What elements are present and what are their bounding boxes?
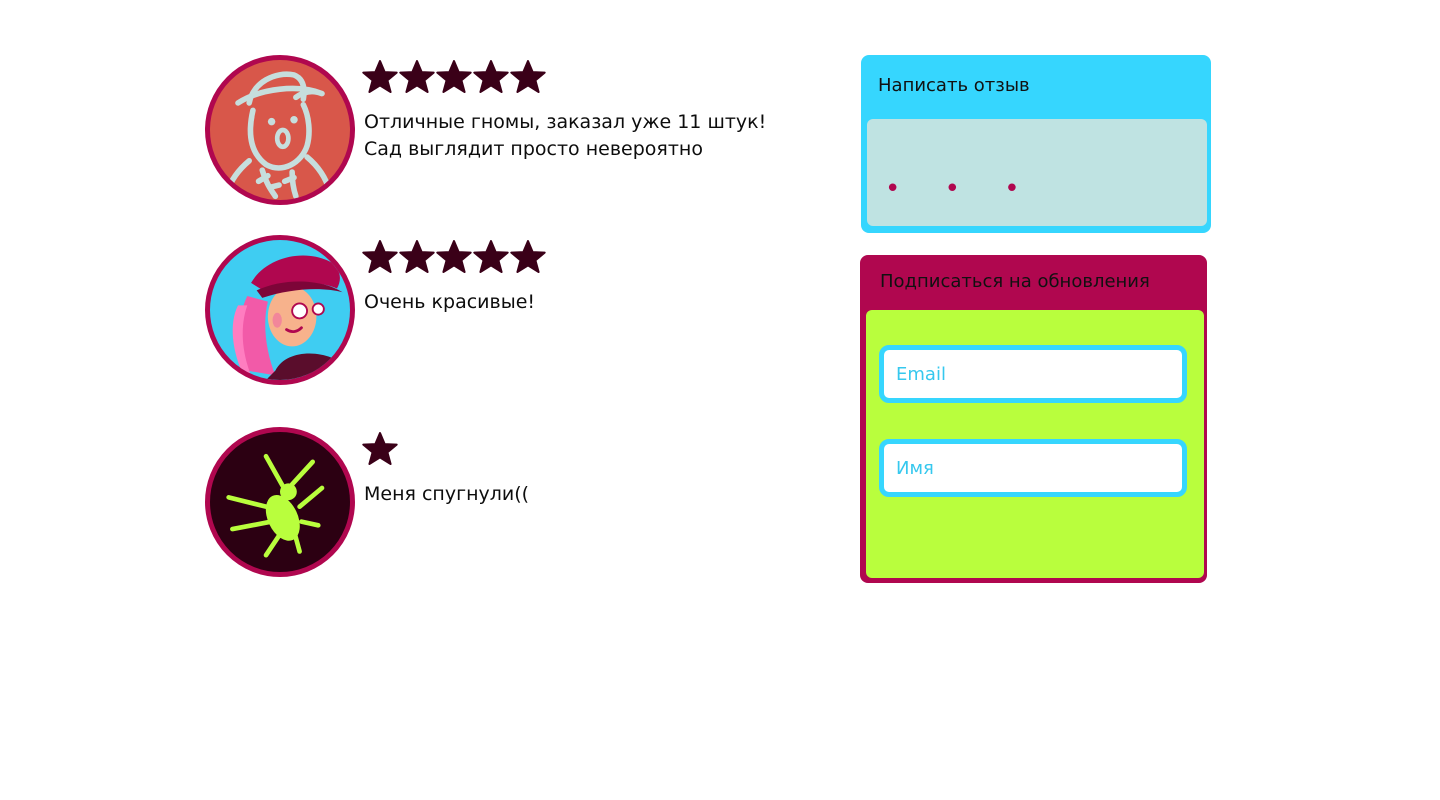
rating-stars — [362, 239, 546, 279]
review-textarea[interactable]: • • • — [867, 119, 1207, 226]
review-item: Отличные гномы, заказал уже 11 штук! Сад… — [205, 55, 805, 205]
avatar — [205, 235, 355, 385]
rating-stars — [362, 431, 398, 471]
bug-icon — [226, 453, 325, 558]
review-text: Меня спугнули(( — [364, 483, 530, 505]
avatar — [205, 55, 355, 205]
write-review-title: Написать отзыв — [878, 75, 1030, 96]
review-text: Очень красивые! — [364, 291, 536, 313]
star-icon — [436, 240, 472, 273]
star-icon — [399, 240, 435, 273]
ellipsis-icon: • • • — [885, 174, 1038, 204]
subscribe-form — [866, 310, 1204, 578]
subscribe-card: Подписаться на обновления — [860, 255, 1207, 583]
star-icon — [362, 60, 398, 93]
star-icon — [362, 240, 398, 273]
star-icon — [473, 240, 509, 273]
star-icon — [473, 60, 509, 93]
name-field[interactable] — [879, 439, 1187, 497]
star-icon — [436, 60, 472, 93]
rating-stars — [362, 59, 546, 99]
witch-icon — [232, 255, 343, 380]
review-item: Меня спугнули(( — [205, 427, 805, 577]
star-icon — [510, 240, 546, 273]
star-icon — [510, 60, 546, 93]
email-field[interactable] — [879, 345, 1187, 403]
review-item: Очень красивые! — [205, 235, 805, 385]
star-icon — [399, 60, 435, 93]
avatar — [205, 427, 355, 577]
subscribe-title: Подписаться на обновления — [880, 271, 1150, 292]
star-icon — [362, 432, 398, 465]
write-review-card: Написать отзыв • • • — [861, 55, 1211, 233]
review-text: Отличные гномы, заказал уже 11 штук! Сад… — [364, 111, 767, 160]
gnome-icon — [224, 71, 333, 200]
